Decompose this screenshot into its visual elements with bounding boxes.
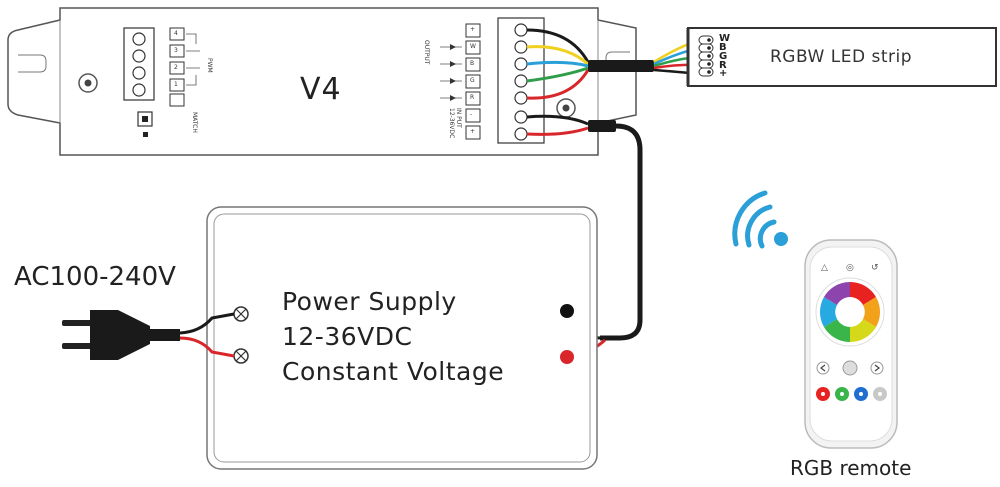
- output-terminal-block: [497, 17, 545, 144]
- ac-plug: [62, 310, 180, 360]
- power-supply-voltage: 12-36VDC: [282, 322, 413, 351]
- controller-screw-left: [78, 73, 98, 93]
- pwm-label: PWM: [206, 58, 213, 73]
- channel-terminal-3: 3: [174, 47, 178, 54]
- svg-text:△: △: [821, 263, 828, 273]
- led-strip-label: RGBW LED strip: [770, 47, 912, 67]
- svg-text:↺: ↺: [871, 263, 879, 273]
- color-wheel[interactable]: [819, 281, 881, 342]
- power-supply-title: Power Supply: [282, 287, 457, 316]
- output-channel-markers: [440, 23, 481, 140]
- match-button[interactable]: [137, 111, 153, 137]
- pwm-channel-markers: [169, 27, 200, 107]
- channel-terminal-2: 2: [174, 64, 178, 71]
- match-label: MATCH: [191, 112, 198, 133]
- power-supply-type: Constant Voltage: [282, 357, 505, 386]
- ps-dc-terminals: [560, 304, 574, 364]
- controller-name: V4: [300, 72, 342, 107]
- strip-wire-label-r: R: [719, 60, 727, 71]
- input-label: 12-36VDC: [448, 108, 455, 139]
- strip-wire-label-g: G: [719, 51, 728, 62]
- ac-input-label: AC100-240V: [14, 262, 176, 292]
- channel-terminal-4: 4: [174, 30, 178, 37]
- output-terminal-b: B: [470, 60, 475, 67]
- strip-wire-label-w: W: [719, 33, 731, 44]
- rgb-remote: △ ◎ ↺: [804, 239, 898, 449]
- channel-terminal-1: 1: [174, 81, 178, 88]
- ac-wires: [179, 312, 235, 358]
- remote-label: RGB remote: [790, 456, 912, 480]
- led-strip-box: [686, 27, 997, 87]
- pwm-terminal-block: [123, 27, 155, 101]
- svg-text:◎: ◎: [846, 263, 854, 273]
- input-terminal-plus: +: [470, 128, 476, 135]
- strip-wire-label-plus: +: [719, 68, 728, 79]
- output-terminal-plus: +: [470, 26, 476, 33]
- output-terminal-g: G: [470, 77, 475, 84]
- power-supply-box: [206, 206, 598, 470]
- wireless-signal-icon: [732, 190, 788, 249]
- ps-ac-terminals: [233, 306, 249, 364]
- strip-wire-label-b: B: [719, 42, 727, 53]
- input-label-top: IN PUT: [455, 108, 462, 128]
- output-terminal-r: R: [470, 94, 475, 101]
- output-terminal-w: W: [470, 43, 476, 50]
- output-label: OUTPUT: [423, 40, 430, 65]
- input-terminal-minus: -: [470, 111, 473, 118]
- controller-screw-right: [556, 98, 576, 118]
